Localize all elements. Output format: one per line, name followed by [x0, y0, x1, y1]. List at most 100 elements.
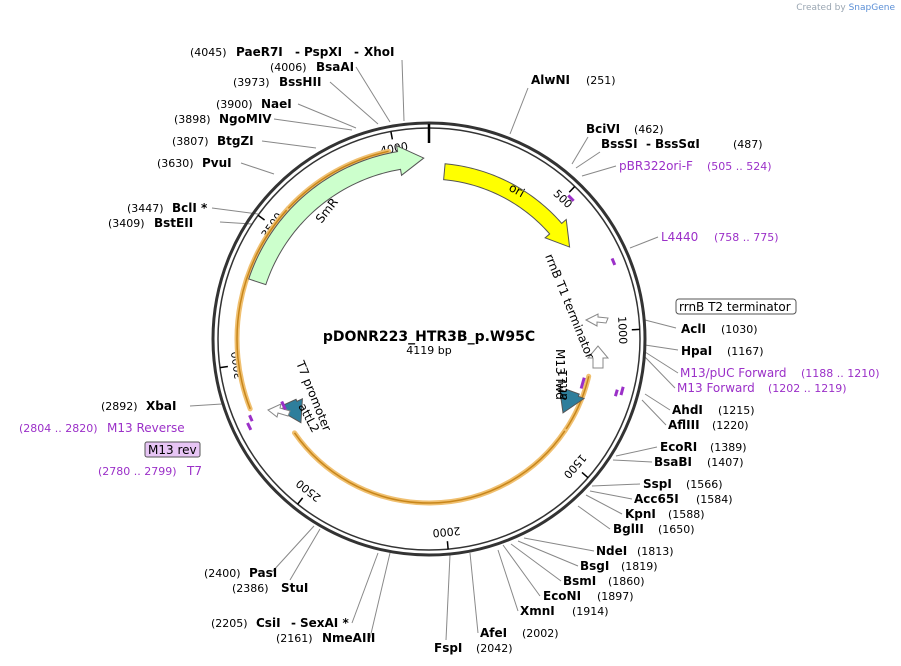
orange-track-2 — [236, 207, 289, 410]
leader-line-9 — [644, 393, 671, 411]
svg-text:BssSI: BssSI — [601, 137, 638, 151]
svg-text:(3630): (3630) — [157, 157, 194, 170]
enzyme-pvui: PvuI (3630) — [157, 156, 232, 170]
enzyme-afliii: AflIII(1220) — [668, 418, 749, 432]
svg-text:(2002): (2002) — [522, 627, 559, 640]
svg-text:M13 Reverse: M13 Reverse — [107, 421, 185, 435]
svg-text:BsmI: BsmI — [563, 574, 596, 588]
primer-labels: pBR322ori-F (505 .. 524) L4440(758 .. 775… — [19, 159, 880, 478]
enzyme-bsaai: BsaAI(4006) — [270, 60, 354, 74]
tick-1500 — [581, 471, 589, 479]
credit-prefix: Created by — [796, 3, 846, 13]
enzyme-bsgi: BsgI(1819) — [580, 559, 658, 573]
enzyme-dash-3: - — [295, 45, 300, 59]
leader-line-19 — [510, 543, 562, 582]
enzyme-kpni: KpnI(1588) — [625, 507, 705, 521]
tick-label-2500: 2500 — [294, 477, 324, 505]
leader-line-12 — [612, 459, 653, 463]
svg-text:PvuI: PvuI — [202, 156, 232, 170]
leader-line-33 — [273, 118, 353, 131]
svg-text:NmeAIII: NmeAIII — [322, 631, 375, 645]
enzyme-sspi: SspI (1566) — [643, 477, 723, 491]
tick-3500 — [257, 214, 266, 221]
svg-text:(1584): (1584) — [696, 493, 733, 506]
svg-text:M13 Forward: M13 Forward — [677, 381, 755, 395]
rrnb-t2-arrow — [584, 313, 609, 327]
orange-track-1 — [293, 430, 566, 504]
leader-line-16 — [577, 505, 611, 530]
svg-text:SspI: SspI — [643, 477, 672, 491]
enzyme-dash-2: - — [291, 616, 296, 630]
svg-text:(3900): (3900) — [216, 98, 253, 111]
enzyme-bsssalphai: BssSαI — [655, 137, 700, 151]
svg-text:(2386): (2386) — [232, 582, 269, 595]
m13-rev-label: M13 rev — [148, 443, 197, 457]
tick-2500 — [297, 497, 304, 505]
enzyme-hpai: HpaI(1167) — [681, 344, 764, 358]
leader-lines — [189, 59, 679, 641]
svg-text:Acc65I: Acc65I — [634, 492, 679, 506]
leader-line-5 — [644, 319, 677, 329]
orange-track-glow-1 — [291, 428, 568, 506]
svg-text:(1188 .. 1210): (1188 .. 1210) — [801, 367, 880, 380]
enzyme-bsmi: BsmI (1860) — [563, 574, 645, 588]
svg-text:AflIII: AflIII — [668, 418, 700, 432]
svg-text:EcoRI: EcoRI — [660, 440, 697, 454]
svg-text:(1167): (1167) — [727, 345, 764, 358]
svg-text:(1860): (1860) — [608, 575, 645, 588]
primer-bars — [246, 194, 625, 431]
primer-bar-3 — [613, 389, 619, 397]
enzyme-bsssi: BssSI(487) — [601, 137, 763, 151]
enzyme-bsteii: BstEII(3409) — [108, 216, 193, 230]
primer-m13-puc-forward: M13/pUC Forward (1188 .. 1210) — [680, 366, 880, 380]
primer-l4440: L4440(758 .. 775) — [661, 230, 779, 244]
leader-line-2 — [575, 151, 601, 169]
svg-text:(3807): (3807) — [172, 135, 209, 148]
enzyme-acc65i: Acc65I (1584) — [634, 492, 733, 506]
leader-line-24 — [369, 552, 391, 639]
leader-line-36 — [355, 66, 391, 123]
svg-text:SexAI *: SexAI * — [300, 616, 349, 630]
svg-text:M13/pUC Forward: M13/pUC Forward — [680, 366, 787, 380]
svg-text:(1389): (1389) — [710, 441, 747, 454]
primer-bar-2 — [619, 386, 625, 396]
svg-text:(1813): (1813) — [637, 545, 674, 558]
enzyme-pasi: PasI(2400) — [204, 566, 277, 580]
svg-text:StuI: StuI — [281, 581, 308, 595]
svg-text:(2892): (2892) — [101, 400, 138, 413]
leader-line-3 — [581, 165, 617, 177]
svg-text:(505 .. 524): (505 .. 524) — [707, 160, 772, 173]
plasmid-name: pDONR223_HTR3B_p.W95C — [323, 329, 535, 345]
svg-text:BsaAI: BsaAI — [316, 60, 354, 74]
svg-text:XmnI: XmnI — [520, 604, 555, 618]
tick-label-1500: 1500 — [561, 451, 589, 481]
leader-line-31 — [240, 162, 275, 175]
leader-line-34 — [297, 103, 357, 129]
leader-line-4 — [629, 236, 659, 249]
svg-text:NdeI: NdeI — [596, 544, 627, 558]
enzyme-nmeaiii: NmeAIII(2161) — [276, 631, 375, 645]
svg-text:T7: T7 — [186, 464, 202, 478]
enzyme-stui: StuI (2386) — [232, 581, 308, 595]
svg-text:(1215): (1215) — [718, 404, 755, 417]
primer-m13-forward: M13 Forward(1202 .. 1219) — [677, 381, 847, 395]
svg-text:(3973): (3973) — [233, 76, 270, 89]
svg-text:(1588): (1588) — [668, 508, 705, 521]
m13-fwd-arrow — [586, 345, 610, 369]
enzyme-bsabi: BsaBI(1407) — [654, 455, 744, 469]
enzyme-labels: AlwNI(251) BciVI(462) BssSI(487) - BssSα… — [101, 45, 764, 655]
feature-smr-arrow — [248, 144, 425, 286]
enzyme-bglii: BglII(1650) — [613, 522, 695, 536]
svg-text:(1030): (1030) — [721, 323, 758, 336]
leader-line-8 — [644, 356, 676, 389]
backbone-outer-ring — [211, 121, 647, 557]
tick-4000 — [390, 131, 394, 140]
svg-text:pBR322ori-F: pBR322ori-F — [619, 159, 693, 173]
leader-line-1 — [571, 136, 589, 165]
enzyme-naei: NaeI (3900) — [216, 97, 292, 111]
svg-text:(1566): (1566) — [686, 478, 723, 491]
svg-text:NaeI: NaeI — [261, 97, 292, 111]
feature-label-rrnb-t1: rrnB T1 terminator — [542, 252, 597, 361]
svg-text:BciVI: BciVI — [586, 122, 620, 136]
svg-text:PasI: PasI — [249, 566, 277, 580]
